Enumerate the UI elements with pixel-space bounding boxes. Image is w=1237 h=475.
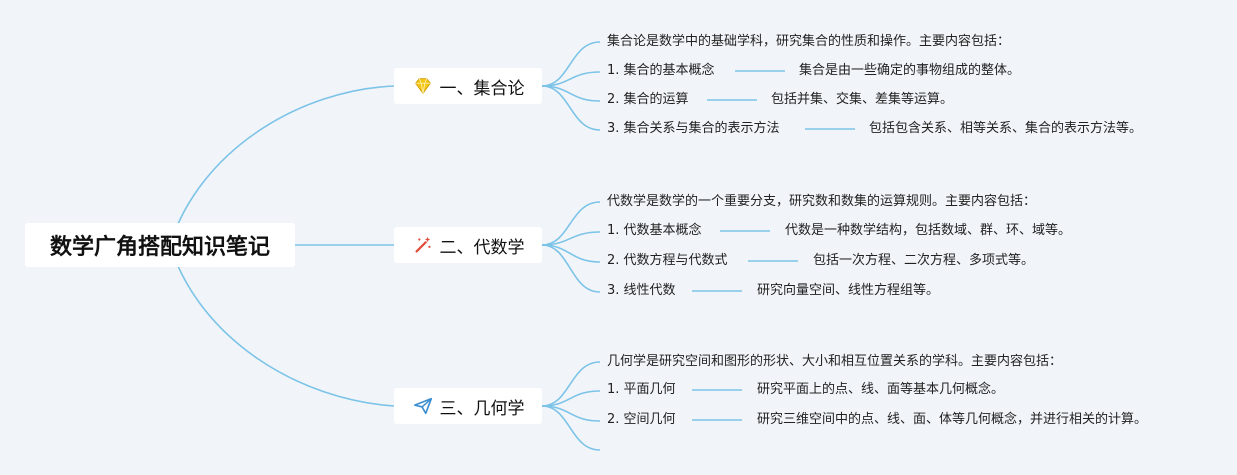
magic-wand-icon [412, 234, 434, 256]
branch-label: 一、集合论 [439, 78, 525, 99]
connector-b2-intro [541, 201, 601, 246]
connector-b3-empty [541, 405, 601, 451]
root-label: 数学广角搭配知识笔记 [49, 235, 270, 260]
branch-1-item-1-name: 1. 集合的基本概念 [607, 63, 715, 78]
connector-b1-item3 [541, 85, 601, 131]
branch-2-item-1-desc: 代数是一种数学结构，包括数域、群、环、域等。 [785, 223, 1072, 238]
connector-b1-intro [541, 41, 601, 87]
branch-1-item-2-desc: 包括并集、交集、差集等运算。 [771, 92, 954, 107]
branch-label: 二、代数学 [439, 237, 525, 258]
branch-1-intro: 集合论是数学中的基础学科，研究集合的性质和操作。主要内容包括： [607, 34, 1011, 49]
branch-2-intro: 代数学是数学的一个重要分支，研究数和数集的运算规则。主要内容包括： [607, 194, 1037, 209]
branch-3-item-2-name: 2. 空间几何 [607, 412, 676, 427]
root-node[interactable]: 数学广角搭配知识笔记 [25, 223, 295, 267]
branch-2-item-2-desc: 包括一次方程、二次方程、多项式等。 [813, 253, 1035, 268]
branch-1-item-3-name: 3. 集合关系与集合的表示方法 [607, 121, 780, 136]
branch-label: 三、几何学 [439, 398, 525, 419]
connector-b2-item3 [541, 244, 601, 293]
branch-1-item-2-name: 2. 集合的运算 [607, 92, 689, 107]
connector-b3-intro [541, 361, 601, 407]
branch-3-item-2-desc: 研究三维空间中的点、线、面、体等几何概念，并进行相关的计算。 [757, 412, 1148, 427]
branch-3-item-1-name: 1. 平面几何 [607, 382, 676, 397]
paper-plane-icon [412, 395, 434, 417]
branch-2-item-2-name: 2. 代数方程与代数式 [607, 253, 728, 268]
branch-2-item-1-name: 1. 代数基本概念 [607, 223, 702, 238]
connector-root-branch-1 [169, 85, 395, 246]
branch-2-item-3-desc: 研究向量空间、线性方程组等。 [757, 283, 940, 298]
connector-root-branch-3 [169, 244, 395, 407]
branch-node-geometry[interactable]: 三、几何学 [394, 388, 542, 424]
diamond-icon [412, 75, 434, 97]
branch-3-intro: 几何学是研究空间和图形的形状、大小和相互位置关系的学科。主要内容包括： [607, 354, 1063, 369]
branch-2-item-3-name: 3. 线性代数 [607, 283, 676, 298]
branch-1-item-3-desc: 包括包含关系、相等关系、集合的表示方法等。 [869, 121, 1143, 136]
branch-node-set-theory[interactable]: 一、集合论 [394, 68, 542, 104]
branch-3-item-1-desc: 研究平面上的点、线、面等基本几何概念。 [757, 382, 1005, 397]
branch-1-item-1-desc: 集合是由一些确定的事物组成的整体。 [799, 63, 1021, 78]
branch-node-algebra[interactable]: 二、代数学 [394, 227, 542, 263]
